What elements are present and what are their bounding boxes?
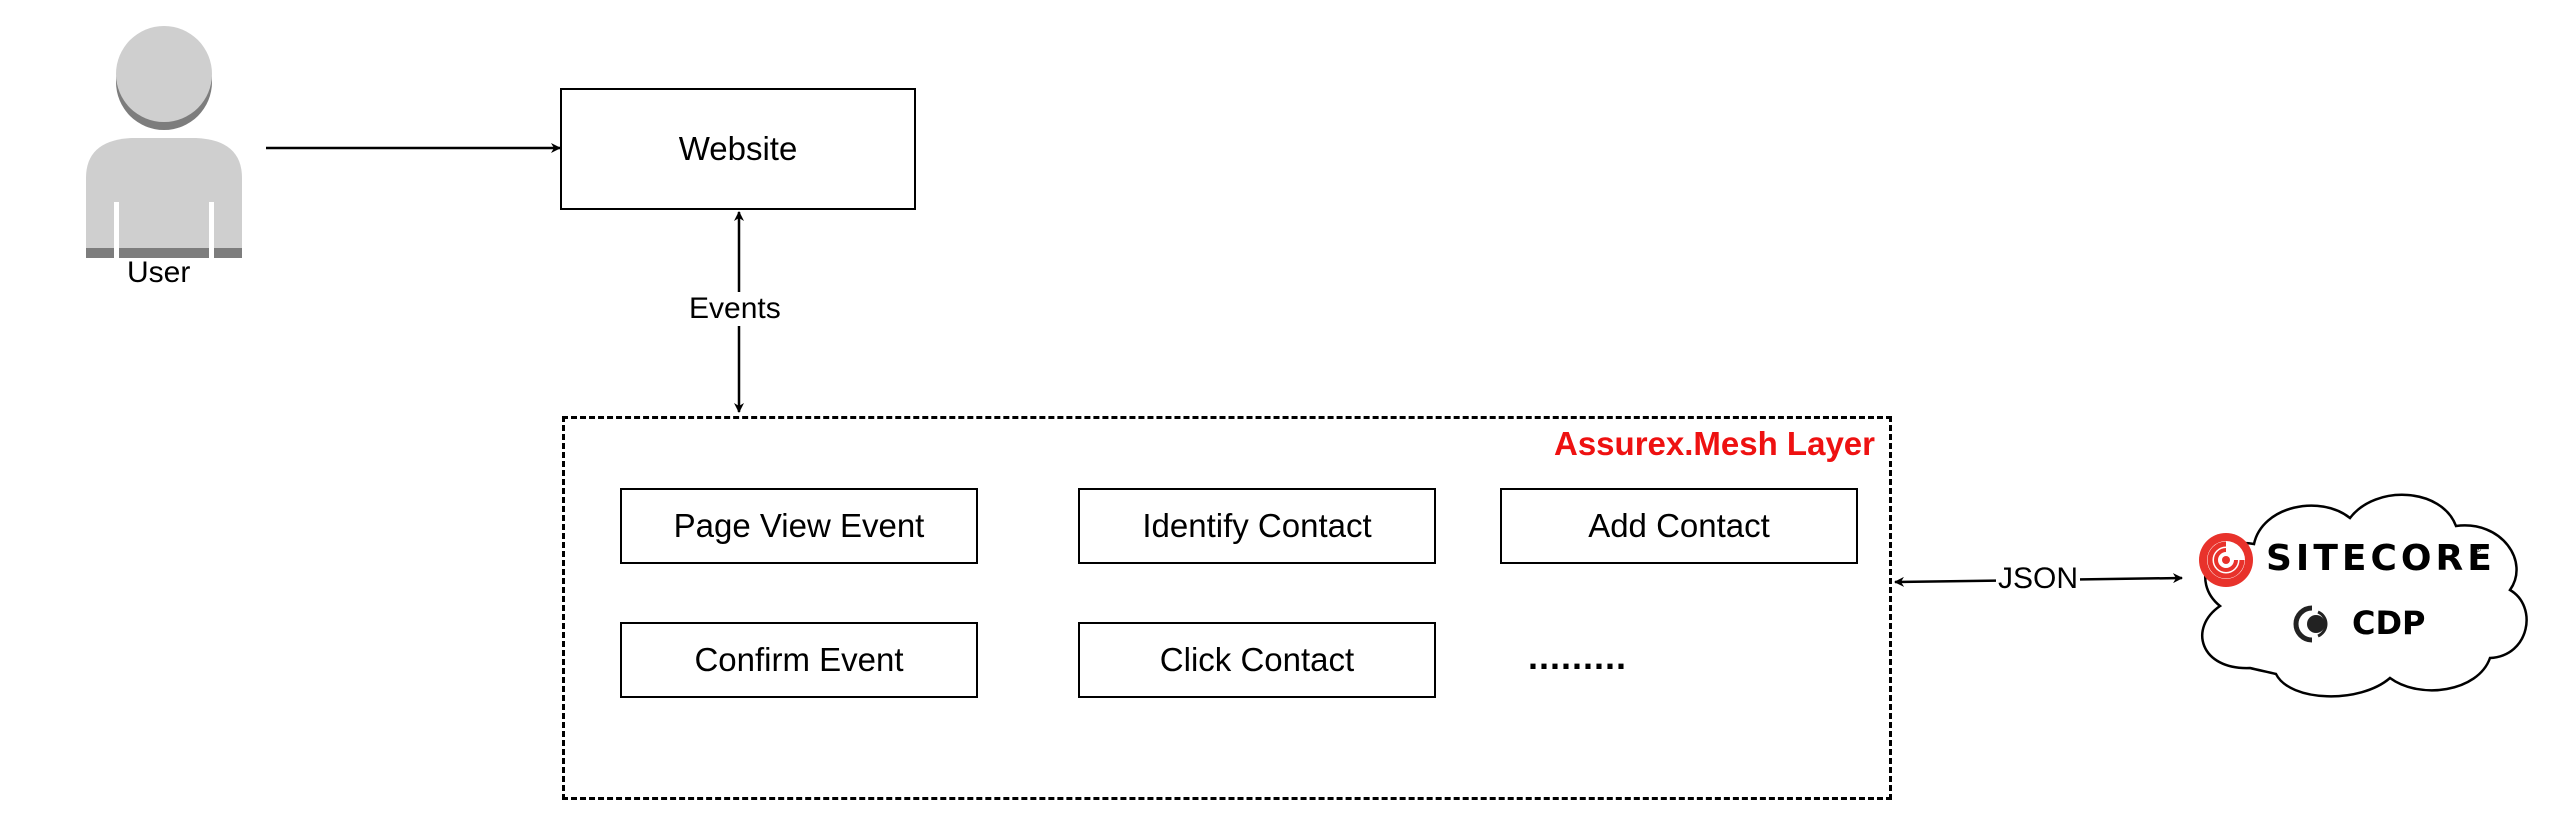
sitecore-brand-text: SITECORE	[2266, 538, 2496, 579]
add-contact-label: Add Contact	[1588, 507, 1770, 544]
confirm-event-label: Confirm Event	[694, 641, 904, 678]
identify-contact-box[interactable]: Identify Contact	[1078, 488, 1436, 564]
sitecore-logo-icon	[2199, 533, 2253, 587]
sitecore-cdp-cloud[interactable]	[2180, 478, 2540, 708]
mesh-layer-container: Assurex.Mesh Layer	[562, 416, 1892, 800]
click-contact-box[interactable]: Click Contact	[1078, 622, 1436, 698]
website-box[interactable]: Website	[560, 88, 916, 210]
cdp-signal-icon	[2293, 605, 2328, 643]
mesh-layer-title: Assurex.Mesh Layer	[1554, 425, 1875, 462]
cdp-product-text: CDP	[2352, 604, 2426, 642]
website-label: Website	[678, 130, 798, 167]
trademark-mark: ®	[2474, 544, 2482, 555]
page-view-event-box[interactable]: Page View Event	[620, 488, 978, 564]
click-contact-label: Click Contact	[1159, 641, 1355, 678]
confirm-event-box[interactable]: Confirm Event	[620, 622, 978, 698]
events-label: Events	[687, 292, 783, 326]
json-label: JSON	[1996, 562, 2081, 596]
add-contact-box[interactable]: Add Contact	[1500, 488, 1858, 564]
more-events-ellipsis: .........	[1528, 636, 1628, 677]
identify-contact-label: Identify Contact	[1142, 507, 1372, 544]
user-label: User	[127, 256, 191, 289]
page-view-event-label: Page View Event	[673, 507, 925, 544]
user-icon	[86, 26, 242, 258]
